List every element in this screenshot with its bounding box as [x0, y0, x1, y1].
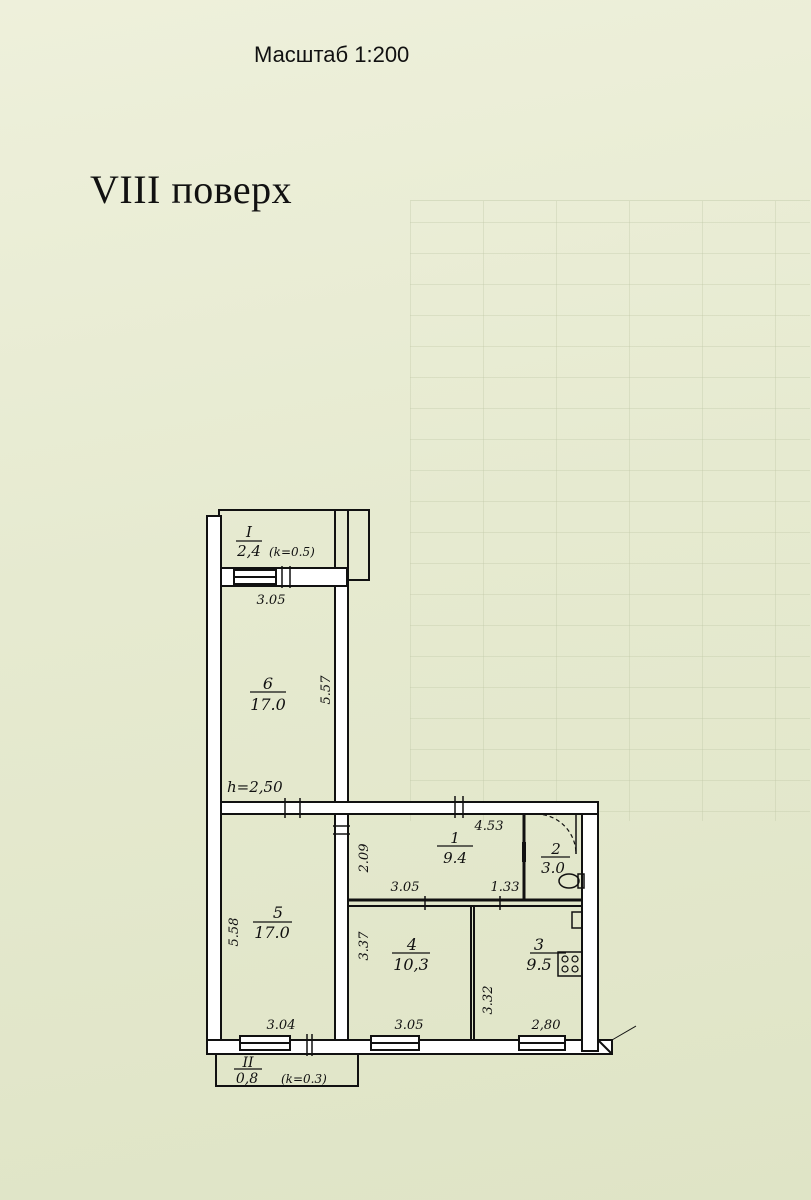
ceiling-height: h=2,50 [227, 778, 283, 796]
balcony-2-area: 0,8 [236, 1071, 258, 1087]
room-5-area: 17.0 [254, 923, 290, 942]
outer-wall-left [206, 515, 222, 1055]
room-1-area: 9.4 [443, 849, 467, 867]
wall-room6-right [334, 585, 349, 805]
balcony-1-number: I [245, 523, 253, 541]
dim-room4-width: 3.05 [395, 1018, 424, 1033]
dim-room1-width: 2.09 [357, 844, 372, 874]
wall-room5-right [334, 813, 349, 1041]
balcony-2-coefficient: (k=0.3) [281, 1072, 327, 1086]
room-4-area: 10,3 [393, 955, 429, 974]
room-3-area: 9.5 [526, 955, 551, 974]
stove-icon [557, 951, 583, 977]
dim-wc-width: 1.33 [491, 880, 520, 895]
floor-title: VIII поверх [90, 167, 293, 212]
dim-room1-bottom: 3.05 [391, 880, 420, 895]
balcony-1-coefficient: (k=0.5) [269, 545, 315, 559]
outer-wall-right [581, 802, 599, 1052]
balcony-1-area: 2,4 [236, 542, 261, 560]
sink-icon [571, 911, 583, 929]
dim-room6-length: 5.57 [319, 675, 334, 705]
dim-room3-width: 2,80 [531, 1018, 561, 1033]
room-6-area: 17.0 [250, 695, 286, 714]
room-4-number: 4 [406, 935, 417, 954]
dim-corridor-length: 4.53 [474, 819, 504, 834]
balcony-2-outline [215, 1053, 359, 1087]
scale-label: Масштаб 1:200 [254, 42, 410, 67]
room-3-number: 3 [534, 935, 544, 954]
dim-room6-width: 3.05 [257, 593, 286, 608]
wc-door-swing [535, 813, 577, 855]
room-2-area: 3.0 [541, 859, 565, 877]
dim-room5-width: 3.04 [267, 1018, 296, 1033]
toilet-icon [558, 873, 580, 889]
room-2-number: 2 [550, 840, 561, 858]
room-1-number: 1 [450, 829, 460, 847]
wall-corridor-top [220, 801, 599, 815]
room-6-number: 6 [263, 674, 273, 693]
balcony-2-number: II [241, 1055, 254, 1071]
dim-room3-length: 3.32 [481, 986, 496, 1015]
dim-room4-length: 3.37 [357, 931, 372, 961]
room-5-number: 5 [273, 903, 283, 922]
dim-room5-length: 5.58 [227, 918, 242, 947]
